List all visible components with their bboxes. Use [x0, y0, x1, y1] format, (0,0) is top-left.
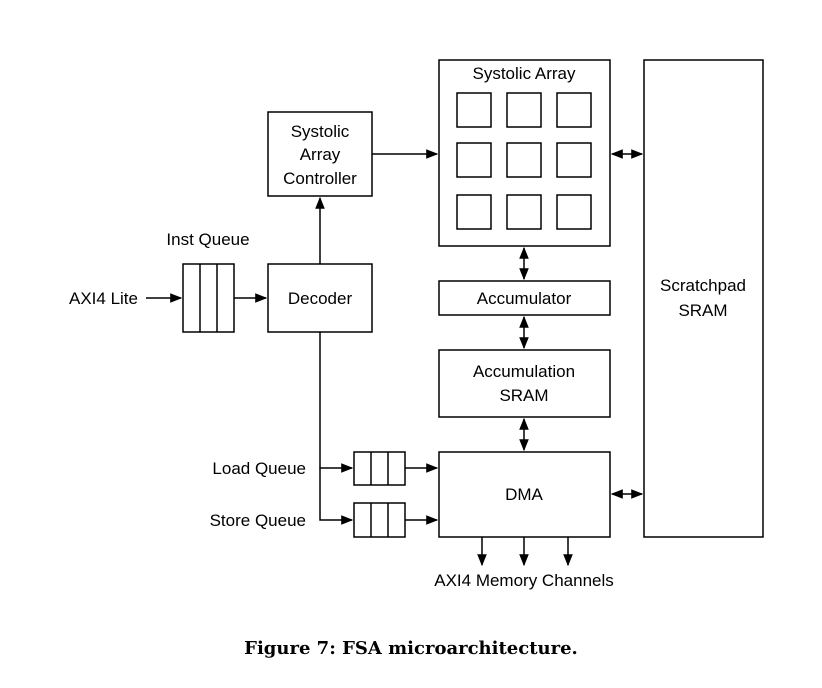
pe-cell	[456, 92, 492, 128]
connections	[146, 149, 644, 567]
load-queue	[353, 451, 406, 486]
pe-cell	[556, 194, 592, 230]
store-queue-label: Store Queue	[210, 511, 306, 530]
scratchpad-label-line2: SRAM	[678, 301, 727, 320]
controller-label-line3: Controller	[283, 169, 357, 188]
scratchpad-label-line1: Scratchpad	[660, 276, 746, 295]
figure-caption: Figure 7: FSA microarchitecture.	[244, 638, 578, 659]
scratchpad-sram-block: Scratchpad SRAM	[643, 59, 764, 538]
inst-queue-label: Inst Queue	[166, 230, 249, 249]
systolic-array-block: Systolic Array	[438, 59, 611, 247]
axi4-memory-channels-label: AXI4 Memory Channels	[434, 571, 614, 590]
store-queue	[353, 502, 406, 538]
pe-grid	[456, 92, 592, 230]
pe-cell	[506, 194, 542, 230]
dma-label: DMA	[505, 485, 543, 504]
pe-cell	[506, 142, 542, 178]
decoder-to-load-queue-line	[319, 332, 354, 473]
controller-label-line1: Systolic	[291, 122, 350, 141]
pe-cell	[556, 92, 592, 128]
dma-block: DMA	[438, 451, 611, 538]
pe-cell	[456, 194, 492, 230]
pe-cell	[556, 142, 592, 178]
accumulator-label: Accumulator	[477, 289, 572, 308]
decoder-to-store-queue-line	[319, 468, 354, 525]
accumulation-sram-block: Accumulation SRAM	[438, 349, 611, 418]
controller-label-line2: Array	[300, 145, 341, 164]
accum-sram-label-line1: Accumulation	[473, 362, 575, 381]
inst-queue: Inst Queue	[166, 230, 250, 333]
decoder-block: Decoder	[267, 263, 373, 333]
decoder-label: Decoder	[288, 289, 353, 308]
axi4-lite-label: AXI4 Lite	[69, 289, 138, 308]
accum-sram-label-line2: SRAM	[499, 386, 548, 405]
accumulator-block: Accumulator	[438, 280, 611, 316]
systolic-array-controller-block: Systolic Array Controller	[267, 111, 373, 197]
load-queue-label: Load Queue	[212, 459, 306, 478]
pe-cell	[456, 142, 492, 178]
pe-cell	[506, 92, 542, 128]
systolic-array-label: Systolic Array	[473, 64, 576, 83]
